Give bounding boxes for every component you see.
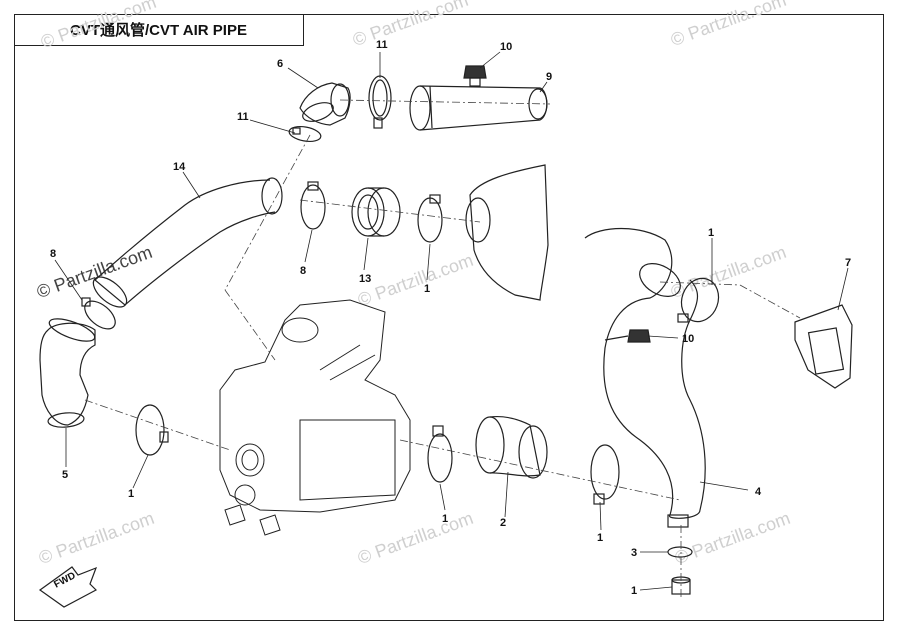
- callout-8: 8: [50, 248, 56, 260]
- engine-assembly: [219, 299, 411, 536]
- callout-8: 8: [300, 265, 306, 277]
- diagram-title: CVT通风管/CVT AIR PIPE: [14, 14, 304, 46]
- part-8-clamp: [300, 181, 326, 230]
- part-14-pipe: [92, 177, 283, 308]
- part-12-elbow: [299, 82, 351, 126]
- part-1-clamp: [677, 277, 720, 323]
- callout-7: 7: [845, 257, 851, 269]
- part-13-sleeve: [351, 187, 401, 237]
- callout-leaders: [54, 51, 849, 591]
- callout-13: 13: [359, 273, 371, 285]
- callout-1: 1: [424, 283, 430, 295]
- part-8-clamp: [81, 297, 116, 330]
- part-7-boot: [794, 304, 853, 389]
- callout-10: 10: [500, 41, 512, 53]
- part-3-clip: [667, 546, 693, 558]
- air-shroud: [465, 164, 549, 301]
- diagram-frame: [14, 14, 884, 621]
- callout-2: 2: [500, 517, 506, 529]
- callout-14: 14: [173, 161, 186, 173]
- part-10-nut: [463, 65, 487, 87]
- callout-6: 5: [62, 469, 68, 481]
- callout-12: 6: [277, 58, 283, 70]
- callout-11: 11: [237, 111, 249, 123]
- part-5-pipe: [584, 227, 706, 528]
- part-1-clamp: [417, 194, 443, 243]
- callout-1: 1: [708, 227, 714, 239]
- fwd-arrow-icon: [38, 566, 98, 608]
- part-6-elbow: [39, 318, 96, 428]
- callout-1: 1: [128, 488, 134, 500]
- part-10-nut: [604, 329, 651, 343]
- part-1-clamp: [427, 425, 453, 483]
- part-1-clamp: [135, 404, 169, 456]
- callout-1: 1: [597, 532, 603, 544]
- callout-10: 10: [682, 333, 694, 345]
- callout-1: 1: [442, 513, 448, 525]
- callout-4: 1: [631, 585, 637, 597]
- part-11-clamp: [368, 75, 392, 129]
- callout-11: 11: [376, 39, 388, 51]
- callout-5: 4: [755, 486, 762, 498]
- callout-3: 3: [631, 547, 637, 559]
- part-11-clamp: [288, 125, 322, 143]
- part-9-pipe: [409, 85, 548, 131]
- assembly-center-lines: [84, 99, 801, 598]
- callout-9: 9: [546, 71, 552, 83]
- part-1-clamp: [590, 444, 620, 505]
- part-2-duct: [475, 415, 548, 479]
